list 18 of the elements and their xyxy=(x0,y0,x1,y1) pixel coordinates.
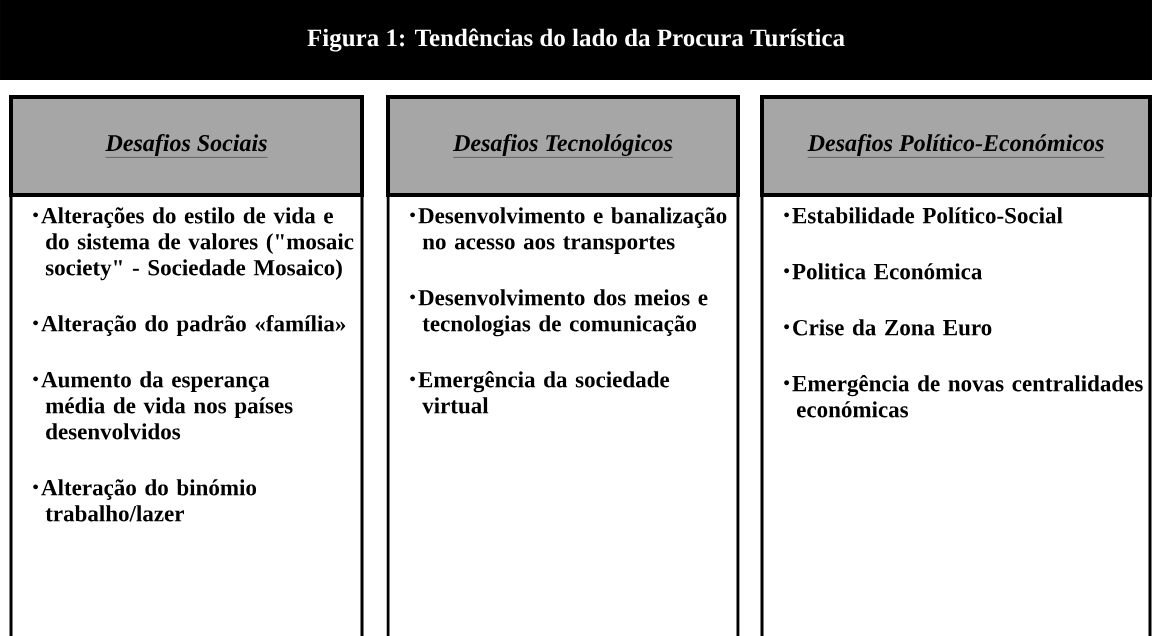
node-label: Desenvolvimento dos meios e tecnologias de comunicação xyxy=(418,289,708,337)
node-label: Aumento da esperança média de vida nos países desenvolvidos xyxy=(41,371,293,440)
header-box: Desafios Político-Económicos xyxy=(760,95,1152,197)
node-label: Estabilidade Político-Social xyxy=(792,207,1063,224)
title-banner: Figura 1: Tendências do lado da Procura Turística xyxy=(0,0,1152,80)
content-panel: Alterações do estilo de vida e do sistema de valores ("mosaic society" - Sociedade Mosaico) Alteração do padrão «família» Aumento da esperança média de vida nos países desenvolvidos Alteração do binómio trabalho/lazer xyxy=(9,193,364,636)
node-label: Desenvolvimento e banalização no acesso aos transportes xyxy=(418,207,727,255)
content-panel: Desenvolvimento e banalização no acesso aos transportes Desenvolvimento dos meios e tecnologias de comunicação Emergência da sociedade virtual xyxy=(386,193,740,636)
node-label: Alteração do binómio trabalho/lazer xyxy=(41,479,257,522)
header-box: Desafios Sociais xyxy=(9,95,364,197)
node-label: Emergência da sociedade virtual xyxy=(418,371,670,414)
node-label: Alteração do padrão «família» xyxy=(41,315,346,337)
node-label: Crise da Zona Euro xyxy=(793,319,992,336)
node-label: Politica Económica xyxy=(792,263,983,280)
content-panel: Estabilidade Político-Social Politica Económica Crise da Zona Euro Emergência de novas centralidades económicas xyxy=(760,193,1152,636)
header-box: Desafios Tecnológicos xyxy=(386,95,740,197)
node-label: Emergência de novas centralidades económicas xyxy=(792,374,1143,418)
node-label: Alterações do estilo de vida e do sistema de valores ("mosaic society" - Sociedade Mosaico) xyxy=(41,207,354,281)
